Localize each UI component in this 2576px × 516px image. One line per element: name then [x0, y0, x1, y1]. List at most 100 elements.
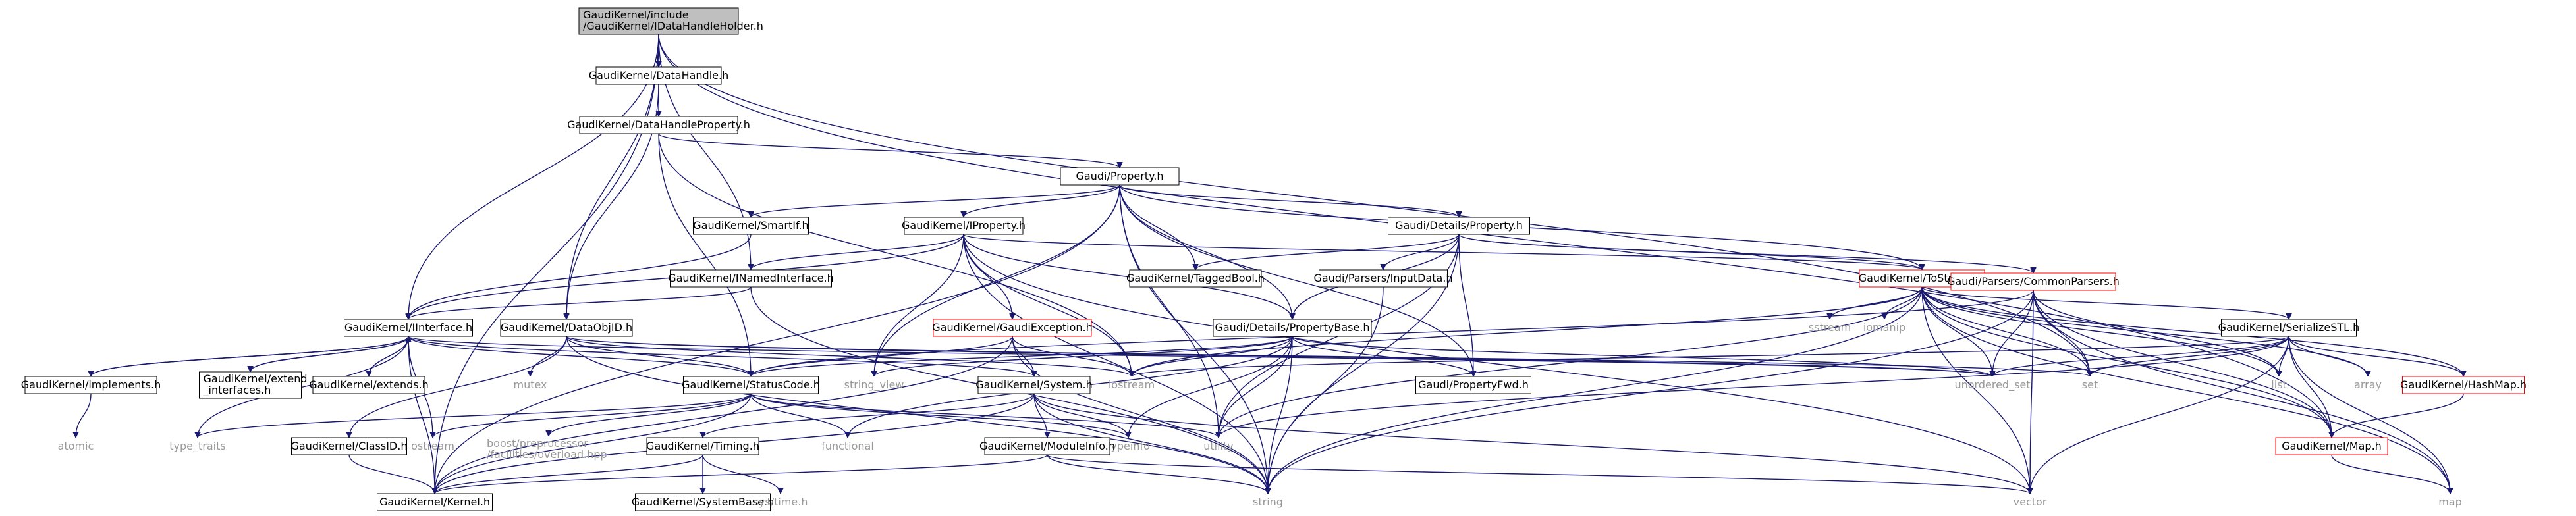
node-gaudiexception[interactable]: GaudiKernel/GaudiException.h	[932, 319, 1093, 337]
node-map[interactable]: GaudiKernel/Map.h	[2275, 437, 2388, 455]
node-label: array	[2354, 378, 2382, 391]
node-unordered-set: unordered_set	[1954, 378, 2030, 392]
node-box	[1060, 167, 1180, 186]
node-root[interactable]: GaudiKernel/include/GaudiKernel/IDataHan…	[578, 7, 763, 35]
node-systembase[interactable]: GaudiKernel/SystemBase.h	[632, 493, 774, 511]
node-system[interactable]: GaudiKernel/System.h	[975, 376, 1093, 394]
node-property[interactable]: Gaudi/Property.h	[1060, 167, 1180, 186]
edge-root-to-kernel	[435, 34, 659, 494]
node-atomic: atomic	[58, 440, 94, 452]
edge-map-to-map	[2331, 454, 2450, 494]
node-label: iomanip	[1863, 321, 1905, 334]
node-label: functional	[821, 440, 874, 452]
node-label: GaudiKernel/GaudiException.h	[932, 321, 1093, 334]
edge-iproperty-to-iostream	[963, 234, 1132, 376]
edge-root-to-iinterface	[408, 34, 659, 319]
node-systime: sys/time.h	[754, 496, 808, 508]
edge-iinterface-to-system	[408, 336, 1034, 377]
edge-dataobjid-to-classid	[349, 336, 567, 438]
edge-system-to-timing	[703, 393, 1035, 438]
node-classid[interactable]: GaudiKernel/ClassID.h	[291, 437, 408, 455]
edge-iinterface-to-statuscode	[408, 336, 751, 377]
node-dataobjid[interactable]: GaudiKernel/DataObjID.h	[500, 319, 633, 337]
edge-tostream-to-hashmap	[1921, 286, 2463, 377]
edge-implements-to-atomic	[76, 393, 92, 438]
edge-implements-to-iinterface	[90, 336, 408, 377]
node-label: boost/preprocessor/facilities/overload.h…	[487, 437, 607, 461]
edge-propertybase-to-iostream	[1132, 336, 1293, 377]
node-propertybase[interactable]: Gaudi/Details/PropertyBase.h	[1213, 319, 1372, 337]
node-datahandle[interactable]: GaudiKernel/DataHandle.h	[589, 66, 728, 85]
edge-property-to-propertybase	[1119, 184, 1292, 319]
node-moduleinfo[interactable]: GaudiKernel/ModuleInfo.h	[979, 437, 1115, 455]
node-label: GaudiKernel/StatusCode.h	[682, 378, 820, 391]
node-propertyfwd[interactable]: Gaudi/PropertyFwd.h	[1415, 376, 1531, 394]
edge-propertybase-to-stringh	[1268, 336, 1293, 494]
edge-serializestl-to-utility	[1219, 336, 2289, 438]
node-box	[578, 7, 739, 35]
node-label: Gaudi/Details/Property.h	[1395, 219, 1523, 232]
edge-commonparsers-to-unordered-set	[1992, 290, 2034, 376]
node-label: sys/time.h	[754, 496, 808, 508]
node-label: list	[2271, 378, 2287, 391]
node-detailsproperty[interactable]: Gaudi/Details/Property.h	[1388, 217, 1530, 235]
edge-extend-interfaces-to-iinterface	[250, 336, 408, 373]
node-serializestl[interactable]: GaudiKernel/SerializeSTL.h	[2218, 319, 2360, 337]
node-taggedbool[interactable]: GaudiKernel/TaggedBool.h	[1126, 269, 1265, 288]
node-utility: utility	[1203, 440, 1234, 452]
node-box	[1129, 269, 1262, 288]
node-smartif[interactable]: GaudiKernel/SmartIf.h	[693, 217, 809, 235]
edge-root-to-dataobjid	[566, 34, 659, 319]
node-box	[635, 493, 771, 511]
node-extend-interfaces[interactable]: GaudiKernel/extend_interfaces.h	[199, 371, 308, 399]
node-hashmap[interactable]: GaudiKernel/HashMap.h	[2400, 376, 2527, 394]
node-label: GaudiKernel/INamedInterface.h	[668, 272, 834, 284]
node-label: atomic	[58, 440, 94, 452]
edge-property-to-stringh	[1119, 184, 1268, 494]
edge-dataobjid-to-stringh	[566, 336, 1268, 494]
edge-gaudiexception-to-kernel	[435, 336, 1013, 494]
node-box	[2275, 437, 2388, 455]
node-inamedinterface[interactable]: GaudiKernel/INamedInterface.h	[668, 269, 834, 288]
edge-system-to-stringh	[1033, 393, 1268, 494]
edge-system-to-typeinfo	[1033, 393, 1128, 438]
edge-iproperty-to-tostream	[963, 234, 1922, 271]
edge-iproperty-to-stringh	[963, 234, 1268, 494]
node-timing[interactable]: GaudiKernel/Timing.h	[646, 437, 759, 455]
edge-tostream-to-unordered-set	[1921, 286, 1992, 376]
node-map: map	[2438, 496, 2462, 508]
edge-statuscode-to-functional	[750, 393, 848, 438]
node-label: GaudiKernel/Kernel.h	[379, 496, 490, 508]
edge-smartif-to-iinterface	[408, 234, 752, 319]
node-extends[interactable]: GaudiKernel/extends.h	[309, 376, 429, 394]
edge-datahandleproperty-to-iostream	[658, 133, 1132, 376]
node-datahandleproperty[interactable]: GaudiKernel/DataHandleProperty.h	[567, 116, 750, 134]
edge-tostream-to-map	[1921, 286, 2450, 494]
edge-propertybase-to-propertyfwd	[1292, 336, 1473, 377]
node-statuscode[interactable]: GaudiKernel/StatusCode.h	[682, 376, 820, 394]
edge-property-to-kernel	[435, 184, 1120, 494]
node-functional: functional	[821, 440, 874, 452]
edge-gaudiexception-to-stringh	[1012, 336, 1268, 494]
node-commonparsers[interactable]: Gaudi/Parsers/CommonParsers.h	[1947, 272, 2120, 291]
node-iostream: iostream	[1109, 378, 1155, 391]
node-label: map	[2438, 496, 2462, 508]
node-iinterface[interactable]: GaudiKernel/IInterface.h	[344, 319, 473, 337]
node-box	[1415, 376, 1531, 394]
node-label: GaudiKernel/Map.h	[2282, 440, 2382, 452]
node-implements[interactable]: GaudiKernel/implements.h	[21, 376, 161, 394]
edge-propertybase-to-typeinfo	[1128, 336, 1293, 438]
node-box	[1213, 319, 1372, 337]
edge-classid-to-kernel	[348, 454, 435, 494]
node-label: Gaudi/Details/PropertyBase.h	[1215, 321, 1369, 334]
node-iproperty[interactable]: GaudiKernel/IProperty.h	[902, 217, 1026, 235]
edge-property-to-iproperty	[964, 184, 1120, 218]
node-label: GaudiKernel/DataHandleProperty.h	[567, 118, 750, 131]
node-label: GaudiKernel/ModuleInfo.h	[979, 440, 1115, 452]
edge-propertybase-to-string-view	[874, 336, 1293, 377]
node-inputdata[interactable]: Gaudi/Parsers/InputData.h	[1314, 269, 1453, 288]
node-label: iostream	[1109, 378, 1155, 391]
node-kernel[interactable]: GaudiKernel/Kernel.h	[377, 493, 493, 511]
node-label: GaudiKernel/SystemBase.h	[632, 496, 774, 508]
